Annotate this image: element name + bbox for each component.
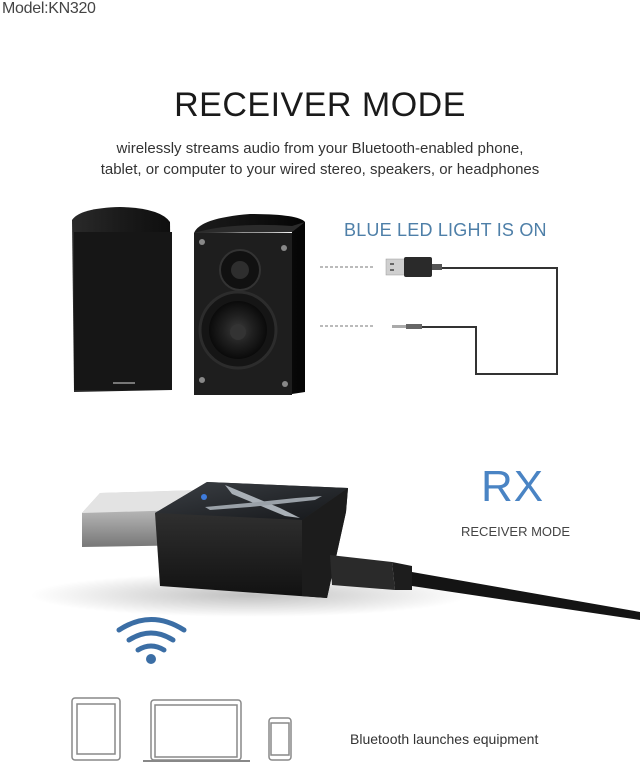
subtitle-line-1: wirelessly streams audio from your Bluet… [116,140,524,157]
tablet-icon [71,697,121,761]
audio-jack-icon [392,324,422,329]
audio-cable-icon [330,555,640,620]
speaker-driver-icon [194,214,305,395]
usb-adapter-icon [385,257,442,277]
source-caption: Bluetooth launches equipment [350,731,539,747]
subtitle: wirelessly streams audio from your Bluet… [0,138,640,180]
page-title: RECEIVER MODE [174,86,466,124]
bluetooth-adapter-icon [155,482,348,598]
subtitle-line-2: tablet, or computer to your wired stereo… [100,161,540,178]
led-status-label: BLUE LED LIGHT IS ON [344,220,547,240]
speaker-grille-icon [72,207,172,392]
mode-code: RX [481,462,545,511]
cable-line [420,267,558,375]
mode-label: RECEIVER MODE [461,524,571,539]
phone-icon [268,717,292,761]
laptop-icon [143,699,250,762]
wifi-icon [116,617,187,653]
model-label: Model:KN320 [2,0,96,17]
